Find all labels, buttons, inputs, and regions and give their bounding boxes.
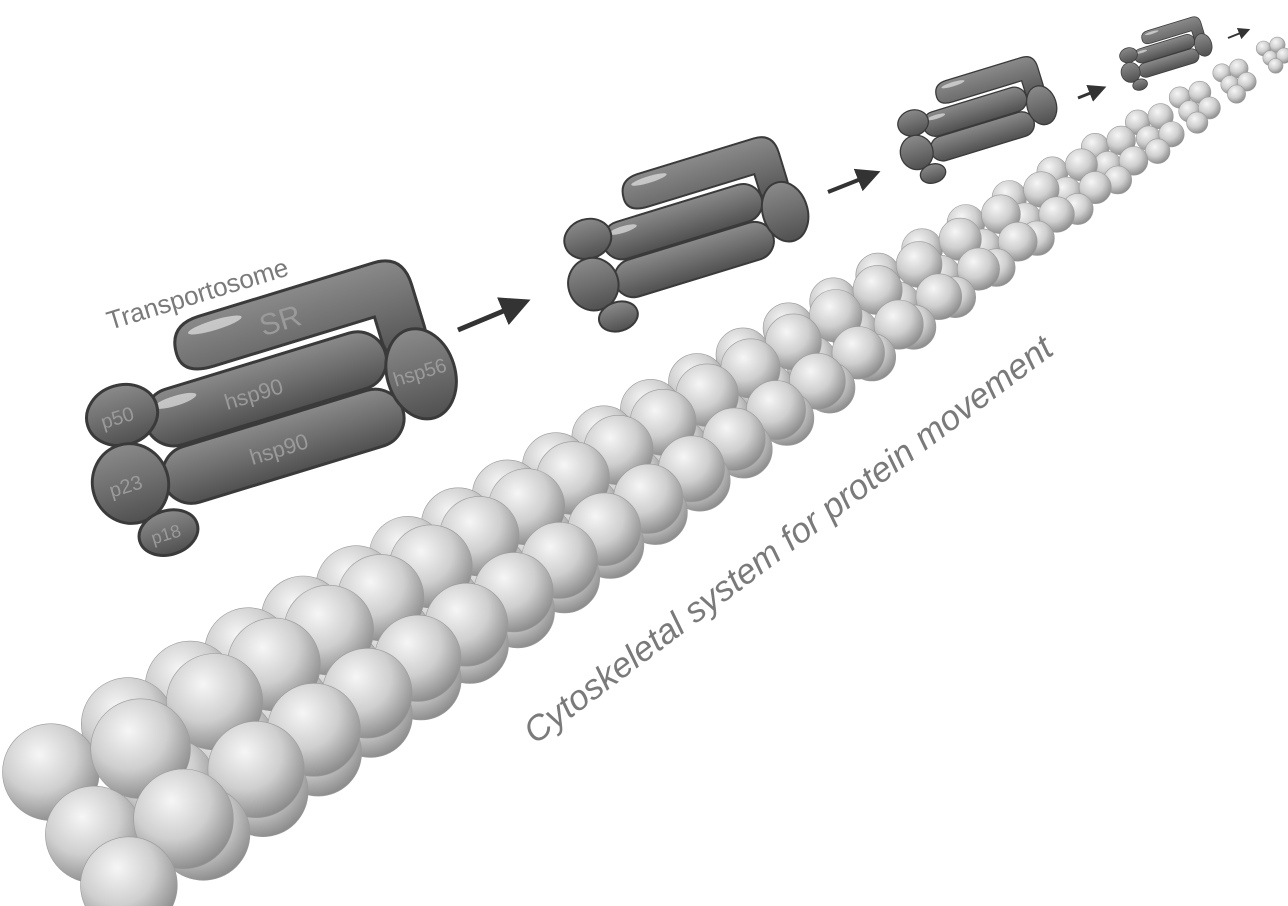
- filament-subunit-sphere: [1227, 85, 1245, 103]
- filament-subunit-sphere: [1187, 112, 1208, 133]
- movement-arrow-4: [1228, 30, 1248, 38]
- p50-subunit: [1118, 45, 1140, 65]
- filament-subunit-sphere: [1145, 139, 1170, 164]
- filament-subunit-sphere: [1268, 58, 1283, 73]
- movement-arrow-1: [458, 302, 525, 330]
- p50-subunit: [895, 106, 932, 140]
- movement-arrow-3: [1078, 88, 1103, 98]
- p50-subunit: [559, 213, 616, 265]
- movement-arrow-2: [828, 173, 876, 192]
